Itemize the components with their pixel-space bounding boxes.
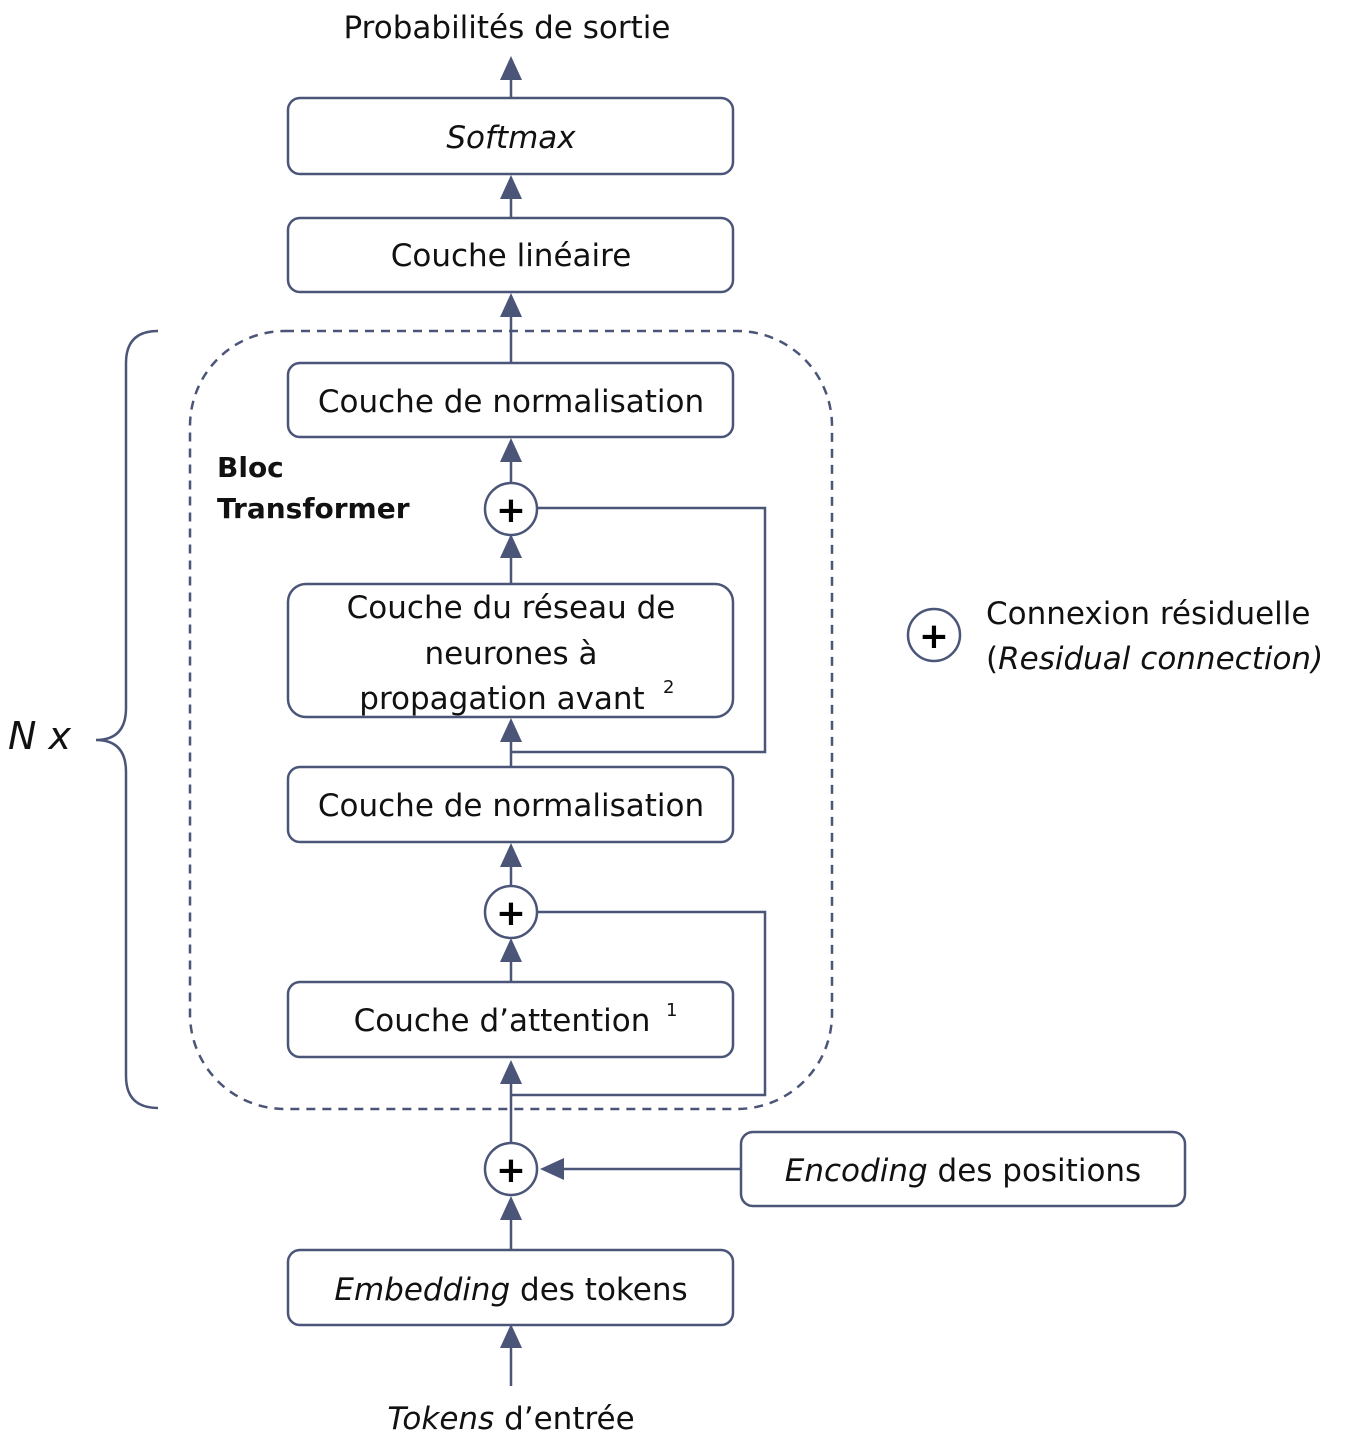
arrowhead-attention	[500, 1060, 522, 1084]
residual-plus-ffn-sign: +	[496, 490, 526, 531]
block-label-line2: Transformer	[217, 492, 410, 525]
arrowhead-linear	[500, 293, 522, 317]
input-rest: d’entrée	[494, 1401, 634, 1437]
arrowhead-plus-attention	[500, 938, 522, 962]
residual-path-ffn	[511, 506, 767, 754]
norm-mid-box	[286, 765, 735, 844]
input-italic: Tokens	[387, 1401, 494, 1437]
norm-top-label: Couche de normalisation	[318, 384, 704, 420]
legend-line2-italic: Residual connection)	[998, 641, 1323, 677]
legend-line2-open: (	[986, 641, 998, 677]
linear-layer-label: Couche linéaire	[391, 238, 632, 274]
arrowhead-norm-mid	[500, 843, 522, 867]
attention-footnote: 1	[666, 1000, 677, 1021]
arrowhead-plus-ffn	[500, 534, 522, 558]
legend-line1: Connexion résiduelle	[986, 596, 1310, 632]
arrowhead-ffn	[500, 718, 522, 742]
residual-plus-attention-sign: +	[496, 893, 526, 934]
legend-line2: (Residual connection)	[986, 641, 1323, 677]
output-label: Probabilités de sortie	[344, 10, 671, 46]
ffn-label-line2: neurones à	[424, 636, 597, 672]
ffn-box	[286, 582, 735, 719]
arrowhead-plus-bottom	[500, 1196, 522, 1220]
pos-encoding-rest: des positions	[928, 1153, 1142, 1189]
pos-encoding-italic: Encoding	[785, 1153, 928, 1189]
arrowhead-input	[500, 1324, 522, 1348]
ffn-label-line3: propagation avant	[359, 681, 644, 717]
pos-encoding-text: Encoding des positions	[785, 1153, 1141, 1189]
arrowhead-norm-top	[500, 438, 522, 462]
norm-mid-label: Couche de normalisation	[318, 788, 704, 824]
softmax-label: Softmax	[446, 120, 576, 156]
embedding-italic: Embedding	[334, 1272, 510, 1308]
arrowhead-output	[500, 56, 522, 80]
legend-plus-sign: +	[919, 616, 949, 657]
positional-sum-plus-sign: +	[496, 1150, 526, 1191]
linear-layer-box	[286, 216, 735, 294]
residual-path-attention	[511, 910, 767, 1097]
embedding-text: Embedding des tokens	[334, 1272, 687, 1308]
repeat-label: N x	[8, 714, 72, 758]
embedding-box	[286, 1248, 735, 1327]
input-tokens-text: Tokens d’entrée	[387, 1401, 634, 1437]
block-label-line1: Bloc	[217, 451, 284, 484]
pos-encoding-box	[739, 1130, 1187, 1208]
ffn-footnote: 2	[663, 677, 674, 698]
attention-box	[286, 980, 735, 1059]
residual-plus-ffn	[483, 481, 539, 537]
norm-top-box	[286, 361, 735, 439]
residual-plus-attention	[483, 884, 539, 940]
softmax-box	[286, 96, 735, 176]
repeat-brace	[95, 329, 159, 1110]
embedding-rest: des tokens	[510, 1272, 687, 1308]
positional-sum-plus	[483, 1141, 539, 1197]
attention-label: Couche d’attention	[354, 1003, 651, 1039]
arrowhead-pos-encoding	[540, 1158, 564, 1180]
ffn-label-line1: Couche du réseau de	[347, 590, 676, 626]
arrowhead-softmax	[500, 175, 522, 199]
legend-plus-icon	[906, 607, 962, 663]
